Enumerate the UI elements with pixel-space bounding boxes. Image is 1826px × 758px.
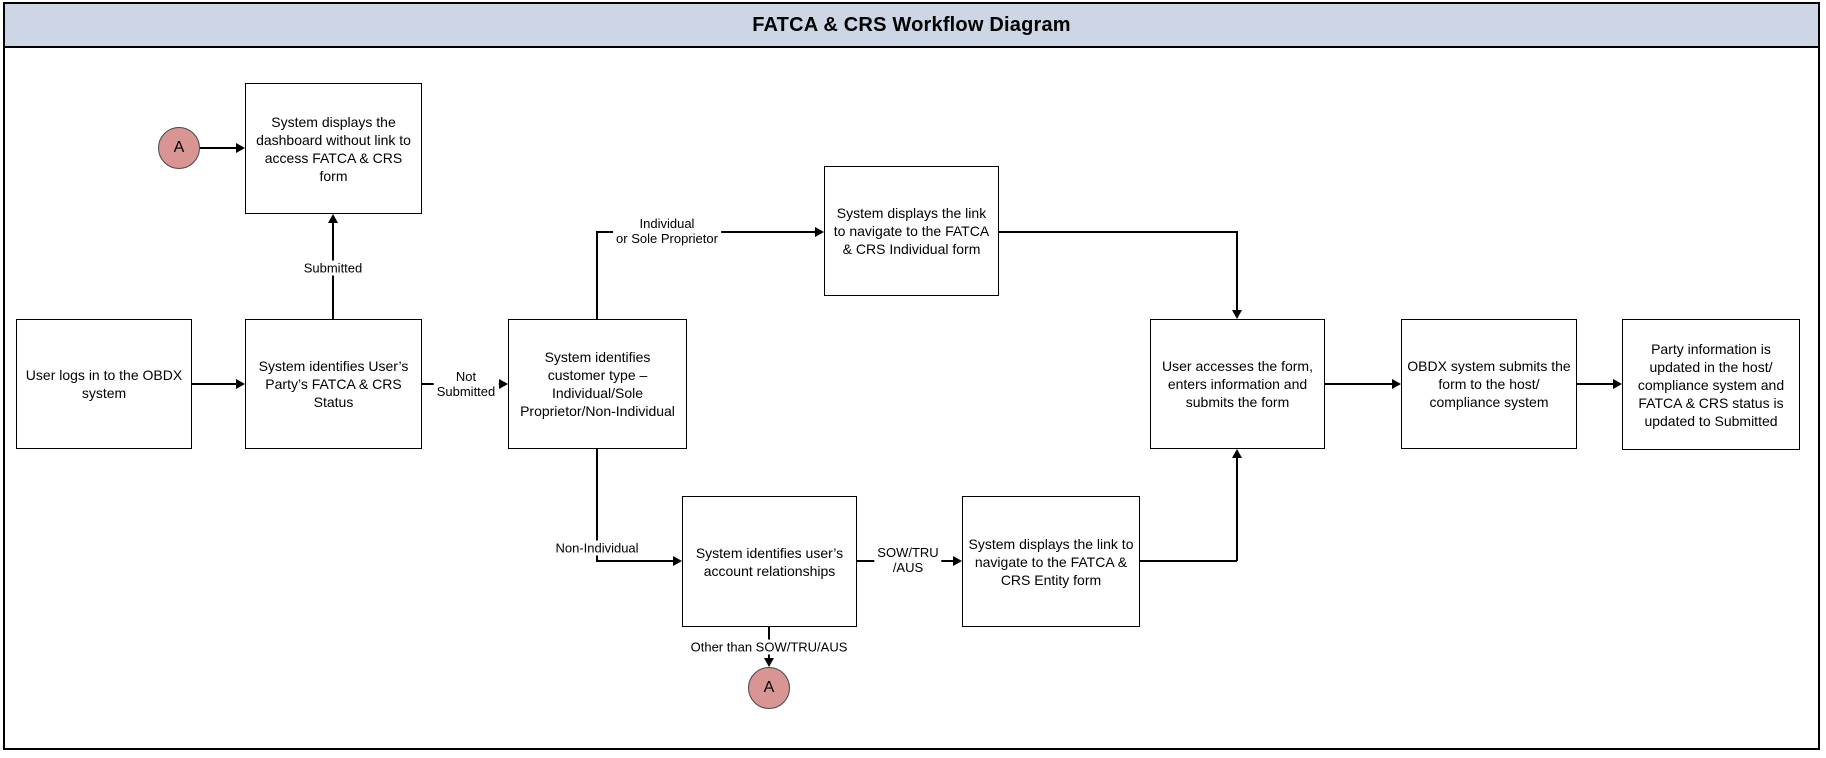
node-individual-form-link: System displays the link to navigate to … xyxy=(824,166,999,296)
arrowhead-to-individual-form xyxy=(815,227,824,237)
connector-circle-a-top-label: A xyxy=(173,139,185,156)
line-individual-form-right xyxy=(999,231,1238,233)
node-dashboard-no-link: System displays the dashboard without li… xyxy=(245,83,422,214)
edge-label-other-than-sow: Other than SOW/TRU/AUS xyxy=(687,639,851,655)
connector-circle-a-top: A xyxy=(158,127,200,169)
line-individual-form-down xyxy=(1236,231,1238,311)
arrowhead-obdx-to-party-updated xyxy=(1613,379,1622,389)
arrowhead-user-form-to-obdx xyxy=(1392,379,1401,389)
node-customer-type: System identifies customer type – Indivi… xyxy=(508,319,687,449)
node-party-info-updated: Party information is updated in the host… xyxy=(1622,319,1800,450)
arrowhead-to-circle-a-bottom xyxy=(764,658,774,667)
line-entity-form-right xyxy=(1140,560,1237,562)
line-customer-type-down xyxy=(596,449,598,562)
edge-label-submitted: Submitted xyxy=(300,260,366,276)
connector-circle-a-bottom: A xyxy=(748,667,790,709)
line-obdx-to-party-updated xyxy=(1577,383,1614,385)
line-a-to-dashboard xyxy=(200,147,237,149)
line-user-form-to-obdx xyxy=(1325,383,1393,385)
node-account-relationships: System identifies user’s account relatio… xyxy=(682,496,857,627)
node-user-login: User logs in to the OBDX system xyxy=(16,319,192,449)
arrowhead-to-account-relationships xyxy=(673,556,682,566)
edge-label-non-individual: Non-Individual xyxy=(552,540,642,556)
diagram-title-bar: FATCA & CRS Workflow Diagram xyxy=(5,4,1818,48)
diagram-title: FATCA & CRS Workflow Diagram xyxy=(752,13,1071,36)
edge-label-sow-tru-aus: SOW/TRU /AUS xyxy=(874,545,942,575)
line-login-to-status xyxy=(192,383,237,385)
arrowhead-entity-to-user-form xyxy=(1232,449,1242,458)
arrowhead-login-to-status xyxy=(236,379,245,389)
line-entity-form-up xyxy=(1236,457,1238,561)
arrowhead-status-to-dashboard xyxy=(328,214,338,223)
arrowhead-individual-to-user-form xyxy=(1232,310,1242,319)
line-to-account-relationships xyxy=(596,560,676,562)
node-entity-form-link: System displays the link to navigate to … xyxy=(962,496,1140,627)
arrowhead-a-to-dashboard xyxy=(236,143,245,153)
arrowhead-status-to-customer-type xyxy=(499,379,508,389)
node-obdx-submits: OBDX system submits the form to the host… xyxy=(1401,319,1577,449)
edge-label-not-submitted: Not Submitted xyxy=(433,369,499,399)
connector-circle-a-bottom-label: A xyxy=(763,679,775,696)
arrowhead-to-entity-form xyxy=(953,556,962,566)
line-customer-type-up xyxy=(596,232,598,319)
edge-label-individual: Individual or Sole Proprietor xyxy=(613,216,721,246)
node-user-submits-form: User accesses the form, enters informati… xyxy=(1150,319,1325,449)
node-party-fatca-status: System identifies User’s Party’s FATCA &… xyxy=(245,319,422,449)
